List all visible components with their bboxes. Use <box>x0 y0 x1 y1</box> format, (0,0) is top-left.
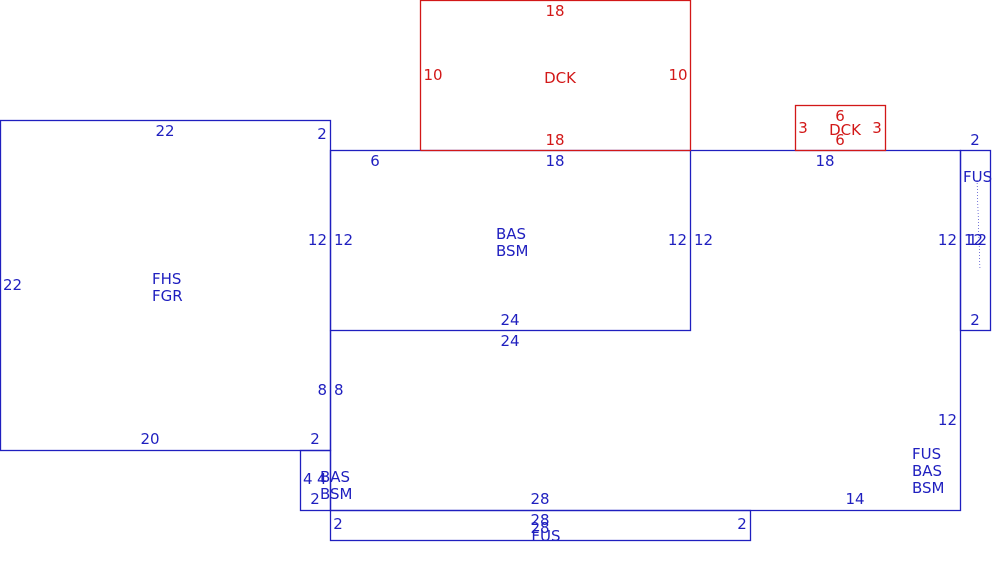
fus-bottom-dim-top: 28 <box>530 511 549 529</box>
fhs-dim-top: 22 <box>155 122 174 140</box>
dck-large-code: DCK <box>544 69 577 87</box>
fus-large-code: FUS <box>912 445 941 463</box>
fus-large-dim-left-top: 12 <box>694 231 713 249</box>
bas-bsm-small-outline <box>299 449 332 512</box>
bsm-upper-code: BSM <box>496 242 529 260</box>
dck-large-dim-left: 10 <box>423 66 442 84</box>
bsm-large-code: BSM <box>912 479 945 497</box>
bas-upper-dim-top-left: 6 <box>370 152 380 170</box>
fus-large-dim-left: 8 <box>334 381 344 399</box>
fus-large-dim-inner-top: 24 <box>500 332 519 350</box>
fus-large-dim-right: 12 <box>938 411 957 429</box>
bas-large-code: BAS <box>912 462 942 480</box>
fus-right-dotted-line <box>976 179 981 271</box>
fhs-code: FHS <box>152 270 181 288</box>
bas-small-dim-left: 4 <box>303 470 313 488</box>
fhs-dim-right-lower: 8 <box>317 381 327 399</box>
fus-bottom-dim-bottom: 28 <box>530 519 549 537</box>
fus-right-code: FUS <box>963 168 992 186</box>
fhs-dim-right: 12 <box>308 231 327 249</box>
fus-large-dim-bottom-right: 14 <box>845 490 864 508</box>
dck-small-code: DCK <box>829 121 862 139</box>
fus-large-dim-bottom: 28 <box>530 490 549 508</box>
fus-bottom-code: FUS <box>531 527 560 545</box>
fus-bottom-dim-left: 2 <box>333 515 343 533</box>
dck-small-dim-top: 6 <box>835 107 845 125</box>
fus-right-dim-left: 12 <box>964 231 983 249</box>
fus-large-dim-top: 18 <box>815 152 834 170</box>
fus-right-dim-top: 2 <box>970 131 980 149</box>
fhs-dim-left: 22 <box>3 276 22 294</box>
fus-right-dim-bottom: 2 <box>970 311 980 329</box>
bas-upper-dim-bottom: 24 <box>500 311 519 329</box>
dck-large-outline <box>419 0 692 151</box>
fus-large-dim-right-upper: 12 <box>938 231 957 249</box>
dck-small-dim-right: 3 <box>872 119 882 137</box>
bas-small-dim-bottom: 2 <box>310 490 320 508</box>
fus-bottom-outline <box>329 509 752 542</box>
bas-upper-code: BAS <box>496 225 526 243</box>
dck-small-outline <box>794 104 887 152</box>
bas-upper-dim-right: 12 <box>668 231 687 249</box>
fhs-dim-bottom-right: 2 <box>310 430 320 448</box>
dck-large-dim-top: 18 <box>545 2 564 20</box>
bsm-small-code: BSM <box>320 485 353 503</box>
fhs-dim-top-right: 2 <box>317 125 327 143</box>
bas-small-dim-right: 4 <box>317 470 327 488</box>
bas-upper-dim-left: 12 <box>334 231 353 249</box>
dck-large-dim-bottom: 18 <box>545 131 564 149</box>
fus-right-outline <box>959 149 992 332</box>
dck-small-dim-bottom: 6 <box>835 131 845 149</box>
fus-right-dim-right: 12 <box>968 231 987 249</box>
fus-bottom-dim-right: 2 <box>737 515 747 533</box>
dck-small-dim-left: 3 <box>798 119 808 137</box>
dck-large-dim-right: 10 <box>668 66 687 84</box>
fgr-code: FGR <box>152 287 183 305</box>
fhs-dim-bottom: 20 <box>140 430 159 448</box>
bas-small-code: BAS <box>320 468 350 486</box>
bas-upper-dim-top: 18 <box>545 152 564 170</box>
